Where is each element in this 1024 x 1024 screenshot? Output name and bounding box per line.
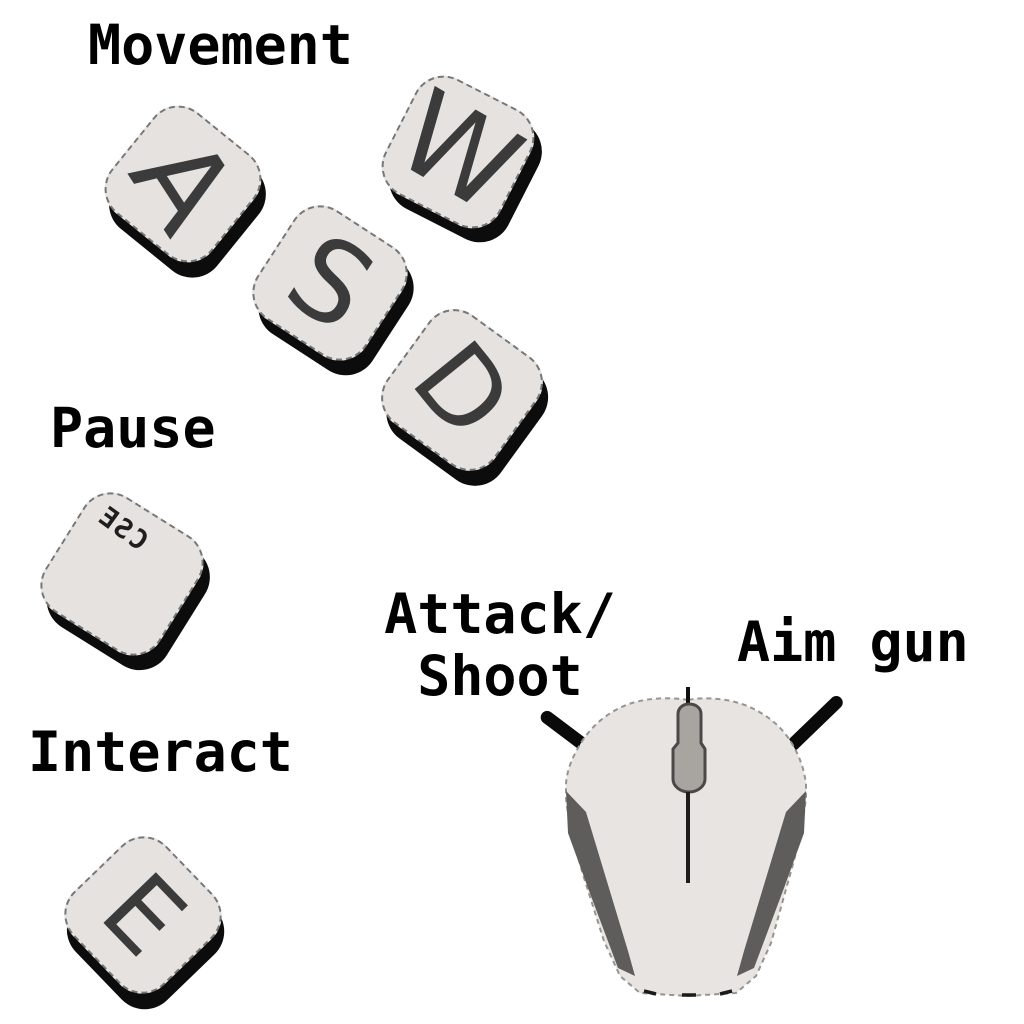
mouse-bottom-dashes: [643, 989, 733, 997]
interact-label: Interact: [28, 720, 293, 784]
mouse-left-grip: [566, 791, 635, 976]
key-s: S: [240, 193, 420, 373]
key-w: W: [370, 64, 546, 240]
scroll-wheel: [671, 702, 707, 794]
key-a: A: [91, 92, 275, 276]
movement-label: Movement: [88, 13, 353, 77]
key-d: D: [368, 296, 556, 484]
attack-shoot-label: Attack/ Shoot: [355, 583, 645, 707]
key-w-letter: W: [374, 64, 542, 239]
key-a-letter: A: [103, 112, 263, 256]
pause-label: Pause: [50, 396, 216, 460]
mouse-illustration: [565, 687, 807, 998]
mouse-right-grip: [737, 791, 806, 976]
key-e-letter: E: [79, 851, 208, 979]
key-esc-label: ESC: [91, 500, 154, 558]
key-e: E: [51, 823, 235, 1007]
attack-label-line1: Attack/: [384, 582, 616, 646]
key-s-letter: S: [264, 209, 396, 357]
attack-label-line2: Shoot: [417, 644, 583, 708]
aim-gun-label: Aim gun: [737, 610, 969, 674]
key-d-letter: D: [388, 319, 536, 461]
key-esc: ESC: [28, 480, 216, 668]
